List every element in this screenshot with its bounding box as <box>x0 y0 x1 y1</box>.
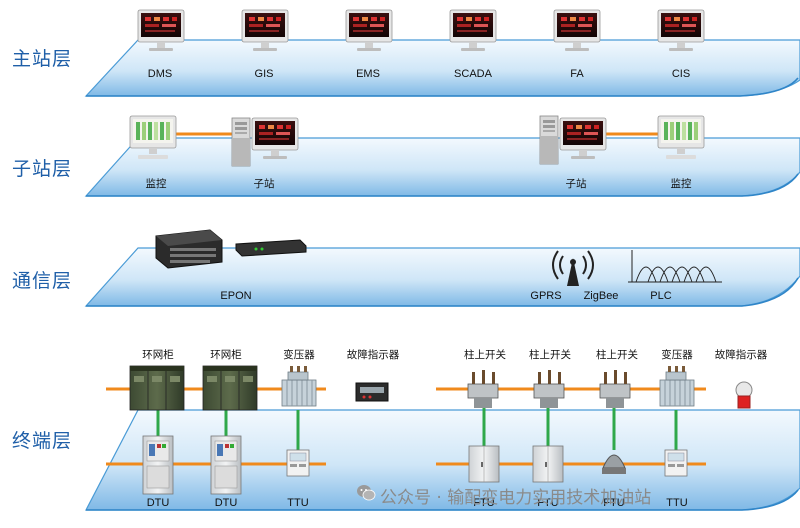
fault-indicator-2-label: 故障指示器 <box>714 349 768 361</box>
wireless-antenna-icon <box>552 250 594 286</box>
watermark-text: 公众号 · 输配变电力实用技术加油站 <box>380 488 652 508</box>
system-label-gis: GIS <box>254 68 274 80</box>
left-substation-label: 子站 <box>253 178 275 190</box>
fault-indicator-2-icon <box>735 381 753 409</box>
system-label-dms: DMS <box>147 68 173 80</box>
ttu-1-icon <box>286 449 310 477</box>
dtu-2-icon <box>210 435 242 495</box>
comm-plate-lip <box>86 277 799 307</box>
system-label-scada: SCADA <box>454 68 492 80</box>
pole-switch-3-label: 柱上开关 <box>596 349 638 361</box>
ttu-1-label: TTU <box>287 497 309 509</box>
dtu-1-icon <box>142 435 174 495</box>
master-layer-title: 主站层 <box>12 48 73 70</box>
right-substation-server-icon <box>539 115 559 165</box>
ring-main-unit-2-icon <box>202 365 258 411</box>
pole-switch-2-icon <box>533 369 565 409</box>
epon-switch-icon <box>235 239 307 257</box>
pole-switch-1-label: 柱上开关 <box>464 349 506 361</box>
transformer-2-icon <box>659 365 695 407</box>
ttu-2-label: TTU <box>666 497 688 509</box>
transformer-1-icon <box>281 365 317 407</box>
system-label-fa: FA <box>570 68 584 80</box>
ring-unit-2-label: 环网柜 <box>210 349 242 361</box>
fault-indicator-1-icon <box>355 382 389 402</box>
ring-unit-1-label: 环网柜 <box>142 349 174 361</box>
plc-label: PLC <box>650 290 672 302</box>
right-monitor-label: 监控 <box>670 178 692 190</box>
fault-indicator-1-label: 故障指示器 <box>346 349 400 361</box>
transformer-2-label: 变压器 <box>661 349 693 361</box>
wechat-icon <box>357 485 376 501</box>
substation-plate-lip <box>86 173 799 197</box>
ftu-1-icon <box>468 445 500 483</box>
ftu-2-icon <box>532 445 564 483</box>
gprs-label: GPRS <box>530 290 562 302</box>
system-label-cis: CIS <box>671 68 691 80</box>
dtu-1-label: DTU <box>146 497 170 509</box>
master-plate <box>84 39 800 97</box>
terminal-plate-lip <box>86 489 799 511</box>
left-substation-server-icon <box>231 117 251 167</box>
zigbee-label: ZigBee <box>583 290 619 302</box>
terminal-layer-title: 终端层 <box>12 430 73 452</box>
ftu-1-label: FTU <box>473 497 495 509</box>
left-monitor-label: 监控 <box>145 178 167 190</box>
ftu-2-label: FTU <box>537 497 559 509</box>
ftu-3-icon <box>602 454 626 474</box>
pole-switch-3-icon <box>599 369 631 409</box>
dtu-2-label: DTU <box>214 497 238 509</box>
pole-switch-1-icon <box>467 369 499 409</box>
master-plate-lip <box>86 77 799 97</box>
ring-main-unit-1-icon <box>129 365 185 411</box>
ttu-2-icon <box>664 449 688 477</box>
epon-olt-icon <box>155 229 223 269</box>
comm-layer-title: 通信层 <box>12 270 73 292</box>
ftu-3-label: FTU <box>603 497 625 509</box>
epon-label: EPON <box>220 290 252 302</box>
system-label-ems: EMS <box>356 68 380 80</box>
substation-layer-title: 子站层 <box>12 158 73 180</box>
transformer-1-label: 变压器 <box>283 349 315 361</box>
pole-switch-2-label: 柱上开关 <box>529 349 571 361</box>
plc-waveform-icon <box>628 250 722 283</box>
right-substation-label: 子站 <box>565 178 587 190</box>
